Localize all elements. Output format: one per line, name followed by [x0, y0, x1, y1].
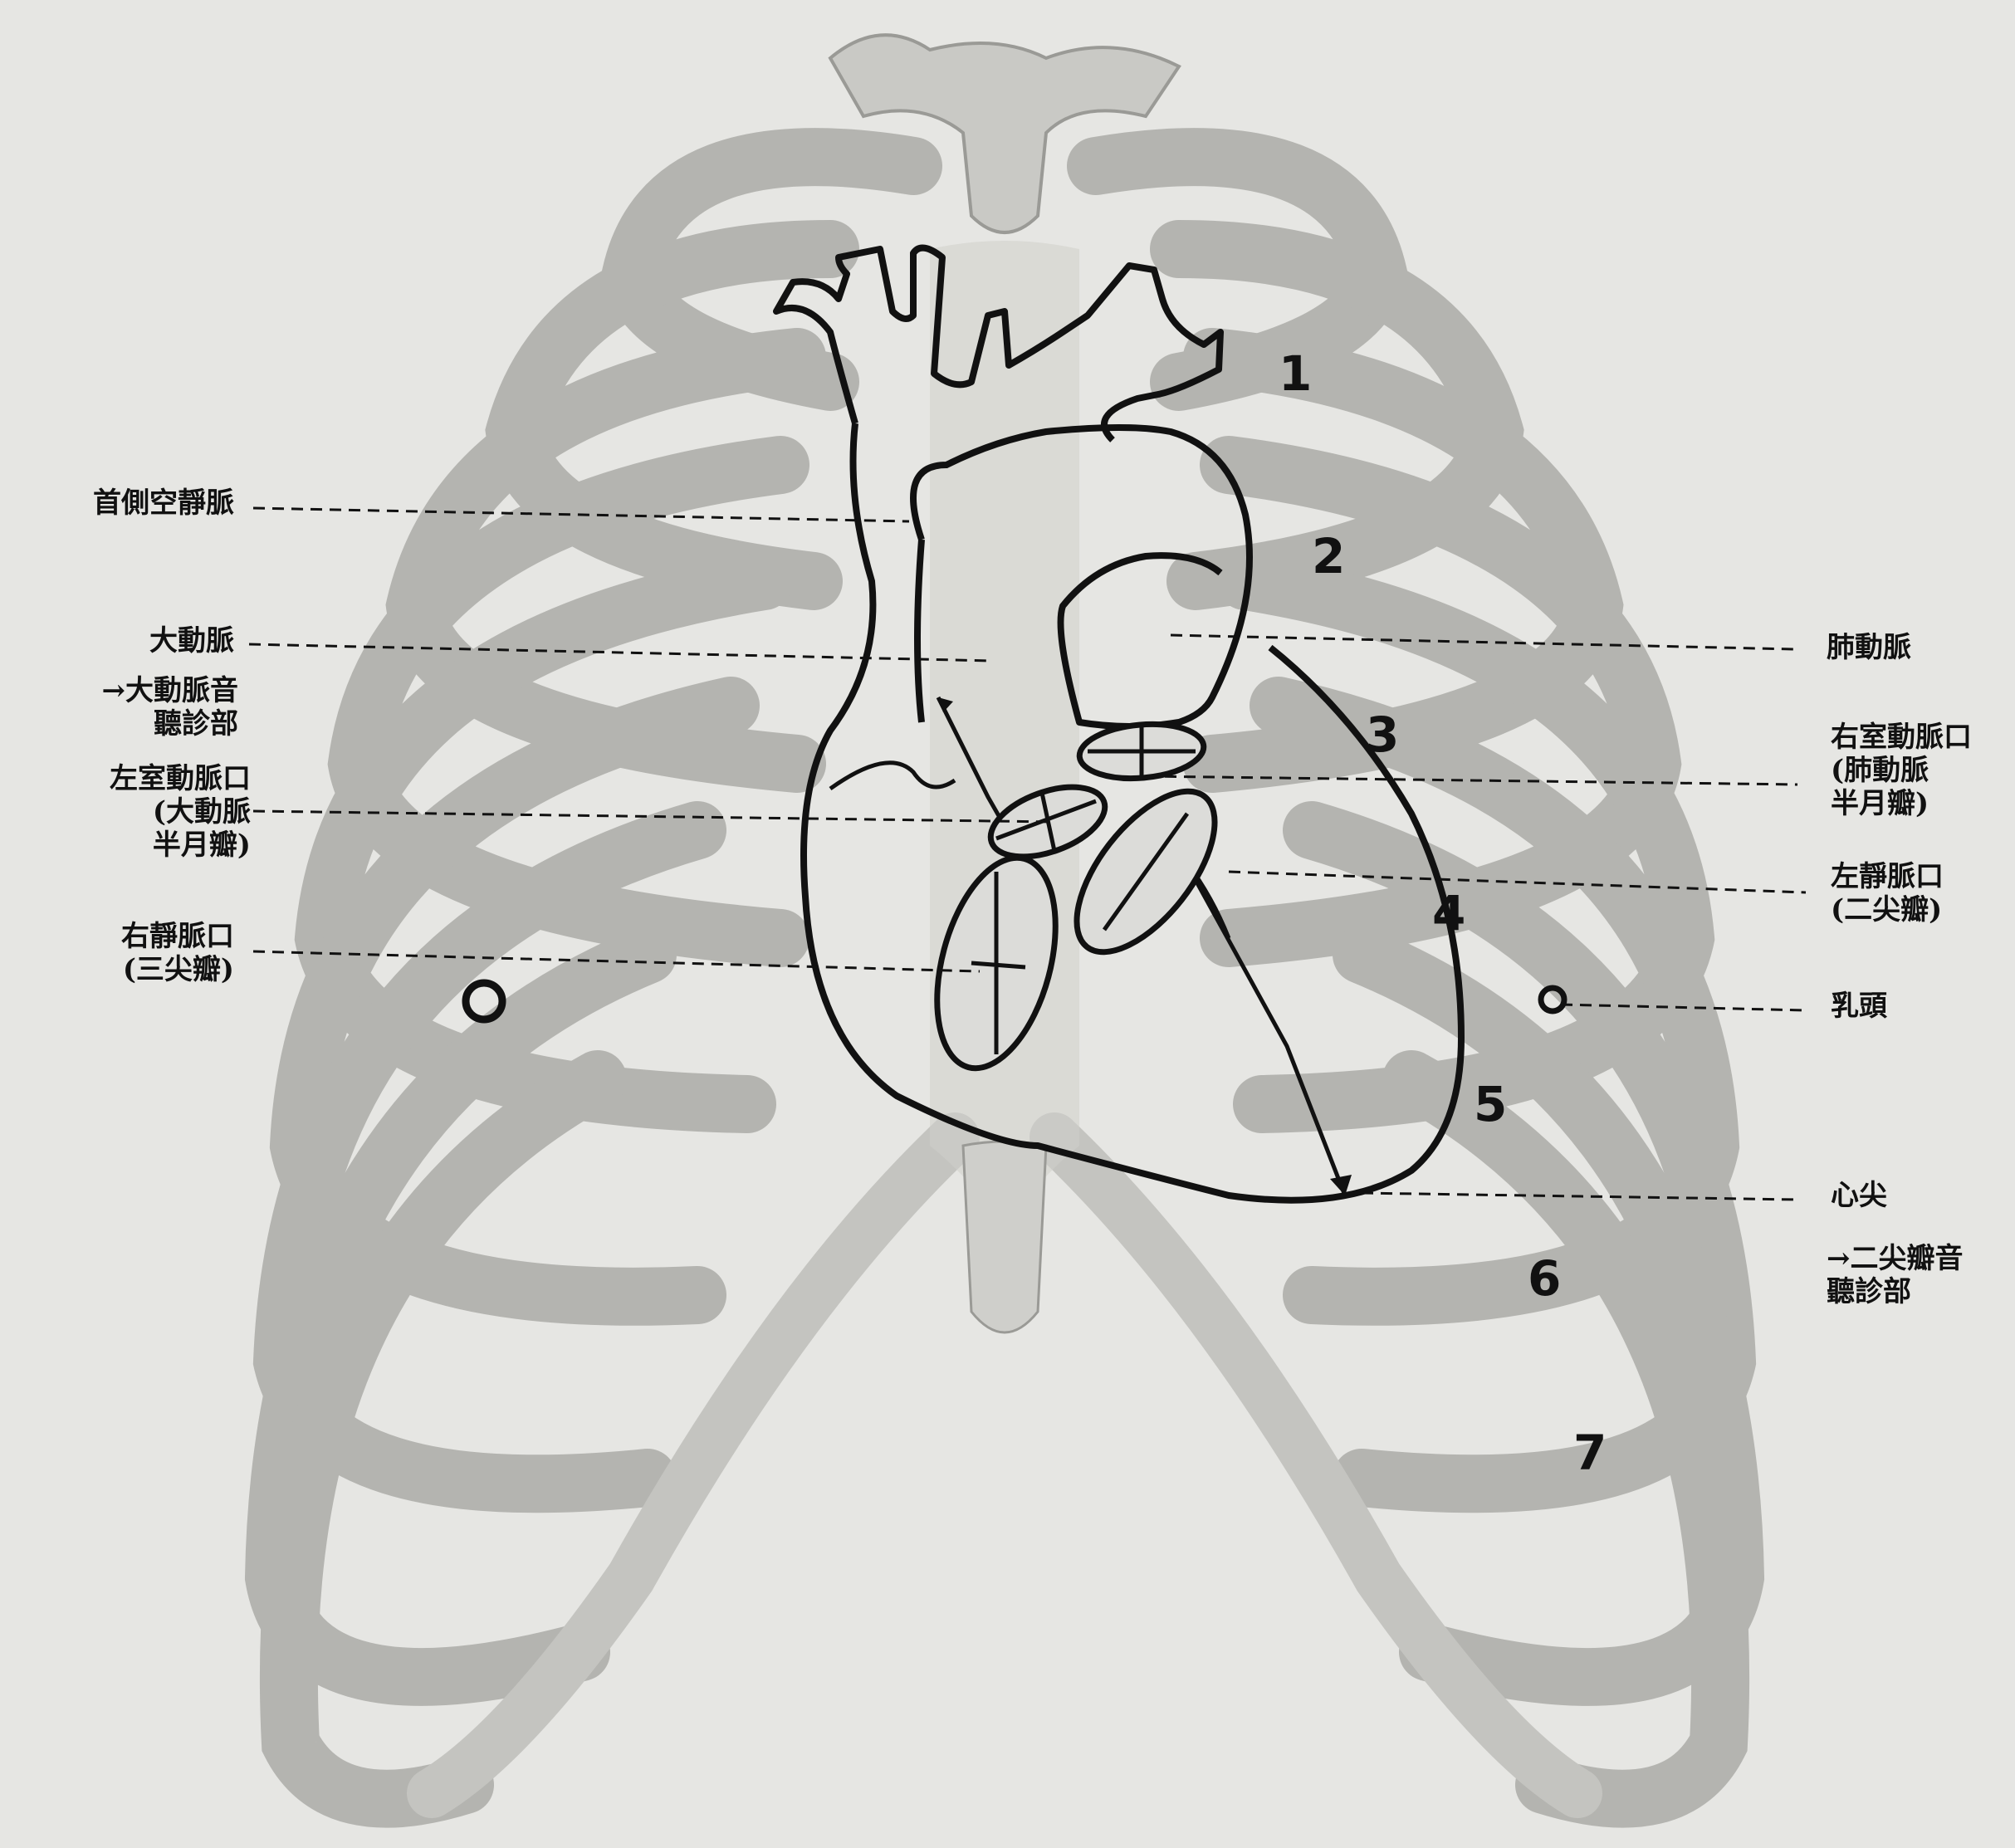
rib-number-7: 7 [1573, 1425, 1607, 1481]
label-pulmonary-artery: 肺動脈 [1827, 631, 1911, 664]
rib-number-1: 1 [1279, 345, 1312, 402]
rib-number-2: 2 [1312, 528, 1345, 584]
label-mitral: 左靜脈口 (二尖瓣) [1831, 860, 1944, 926]
rib-number-3: 3 [1366, 706, 1399, 763]
label-aortic-area: →大動脈音 聽診部 [102, 674, 239, 741]
label-nipple: 乳頭 [1831, 990, 1887, 1023]
label-apex: 心尖 [1831, 1179, 1887, 1212]
rib-number-5: 5 [1474, 1076, 1507, 1132]
label-tricuspid: 右靜脈口 (三尖瓣) [121, 920, 234, 986]
label-mitral-area: →二尖瓣音 聽診部 [1827, 1242, 1964, 1308]
rib-number-4: 4 [1432, 885, 1465, 941]
label-pulmonary-valve: 右室動脈口 (肺動脈 半月瓣) [1831, 721, 1972, 820]
label-aortic-valve: 左室動脈口 (大動脈 半月瓣) [110, 762, 251, 862]
right-nipple [466, 983, 502, 1019]
label-svc: 首側空靜脈 [93, 486, 234, 520]
rib-number-6: 6 [1528, 1250, 1561, 1307]
label-aorta: 大動脈 [149, 624, 234, 658]
